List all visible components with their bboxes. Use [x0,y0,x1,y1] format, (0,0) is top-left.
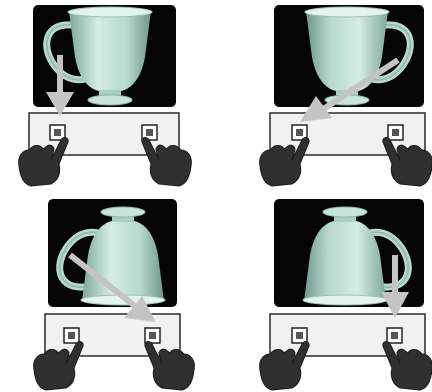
right-response-button [387,328,402,343]
panel-top-right [260,5,432,186]
left-response-button [64,328,79,343]
right-response-button [145,328,160,343]
right-response-button [388,125,403,140]
panel-top-left [19,5,192,186]
panel-bottom-left [34,199,195,390]
panel-bottom-right [260,199,432,390]
left-response-button [292,328,307,343]
